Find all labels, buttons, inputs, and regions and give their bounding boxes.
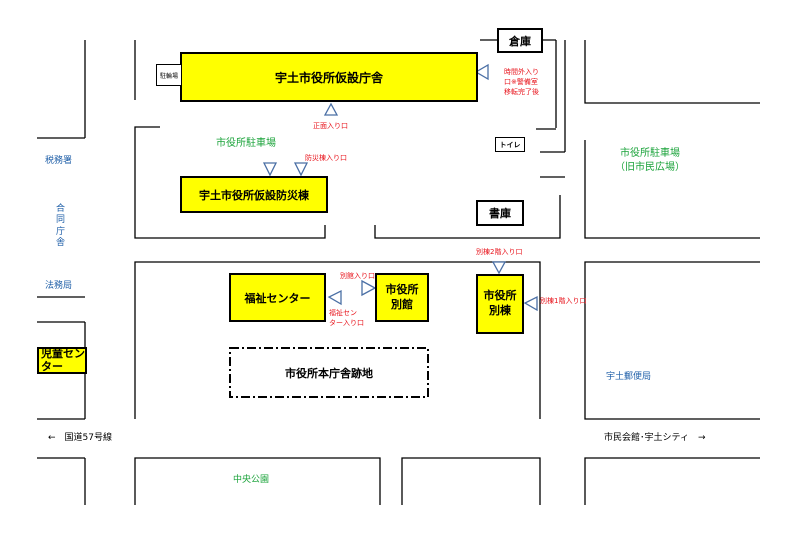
welfare-center-label: 福祉センター xyxy=(244,291,311,305)
warehouse-building: 倉庫 xyxy=(497,28,543,53)
welfare-entrance-label: 福祉セン ター入り口 xyxy=(329,309,364,327)
legal-office-label: 法務局 xyxy=(45,281,73,291)
former-site-outline xyxy=(229,347,429,398)
archive-label: 書庫 xyxy=(489,207,511,220)
former-site-label: 市役所本庁舎跡地 xyxy=(285,366,373,380)
main-office-building: 宇土市役所仮設庁舎 xyxy=(180,52,478,102)
main-office-label: 宇土市役所仮設庁舎 xyxy=(274,70,383,85)
disaster-building-label: 宇土市役所仮設防災棟 xyxy=(199,188,309,202)
warehouse-label: 倉庫 xyxy=(509,34,531,48)
disaster-entrance-arrow-left xyxy=(262,162,278,177)
childrens-center-label: 児童セン ター xyxy=(41,346,85,373)
toilet-building: トイレ xyxy=(495,137,525,152)
bike-parking-label: 駐輪場 xyxy=(159,72,178,80)
bekkan-entrance-label: 別館入り口 xyxy=(340,272,375,280)
bekkan-entrance-arrow xyxy=(361,279,377,297)
parking-label: 市役所駐車場 xyxy=(216,138,276,149)
bike-parking-building: 駐輪場 xyxy=(156,64,182,86)
welfare-entrance-arrow xyxy=(327,289,342,306)
central-park-label: 中央公園 xyxy=(233,475,270,485)
post-office-label: 宇土郵便局 xyxy=(606,372,652,382)
after-hours-entrance-label: 時間外入り 口※警備室 移転完了後 xyxy=(504,68,539,96)
annex1f-entrance-label: 別棟1階入り口 xyxy=(540,297,587,305)
street-lines xyxy=(37,39,760,505)
annex-annex-label: 市役所 別棟 xyxy=(483,289,517,317)
front-entrance-label: 正面入り口 xyxy=(313,122,348,130)
disaster-building: 宇土市役所仮設防災棟 xyxy=(180,176,328,213)
annex2f-entrance-label: 別棟2階入り口 xyxy=(476,248,523,256)
disaster-entrance-label: 防災棟入り口 xyxy=(305,154,347,162)
annex2f-entrance-arrow xyxy=(491,261,507,275)
disaster-entrance-arrow-right xyxy=(293,162,309,177)
annex-annex-building: 市役所 別棟 xyxy=(476,274,524,334)
childrens-center-building: 児童セン ター xyxy=(37,347,87,374)
front-entrance-arrow xyxy=(323,102,339,116)
tax-office-label: 税務署 xyxy=(45,156,73,166)
joint-office-label: 合 同 庁 舎 xyxy=(56,204,66,248)
after-hours-entrance-arrow xyxy=(474,63,489,81)
parking2-label: 市役所駐車場 （旧市民広場） xyxy=(615,148,685,173)
toilet-label: トイレ xyxy=(499,140,521,149)
civic-hall-label: 市民会館･宇土シティ → xyxy=(604,433,706,443)
annex-building: 市役所 別館 xyxy=(375,273,429,322)
welfare-center-building: 福祉センター xyxy=(229,273,326,322)
route57-label: ← 国道57号線 xyxy=(48,433,112,443)
former-site-area: 市役所本庁舎跡地 xyxy=(230,348,428,397)
annex1f-entrance-arrow xyxy=(523,295,538,312)
annex-label: 市役所 別館 xyxy=(385,282,419,311)
archive-building: 書庫 xyxy=(476,200,524,226)
entrance-arrows xyxy=(262,63,538,312)
